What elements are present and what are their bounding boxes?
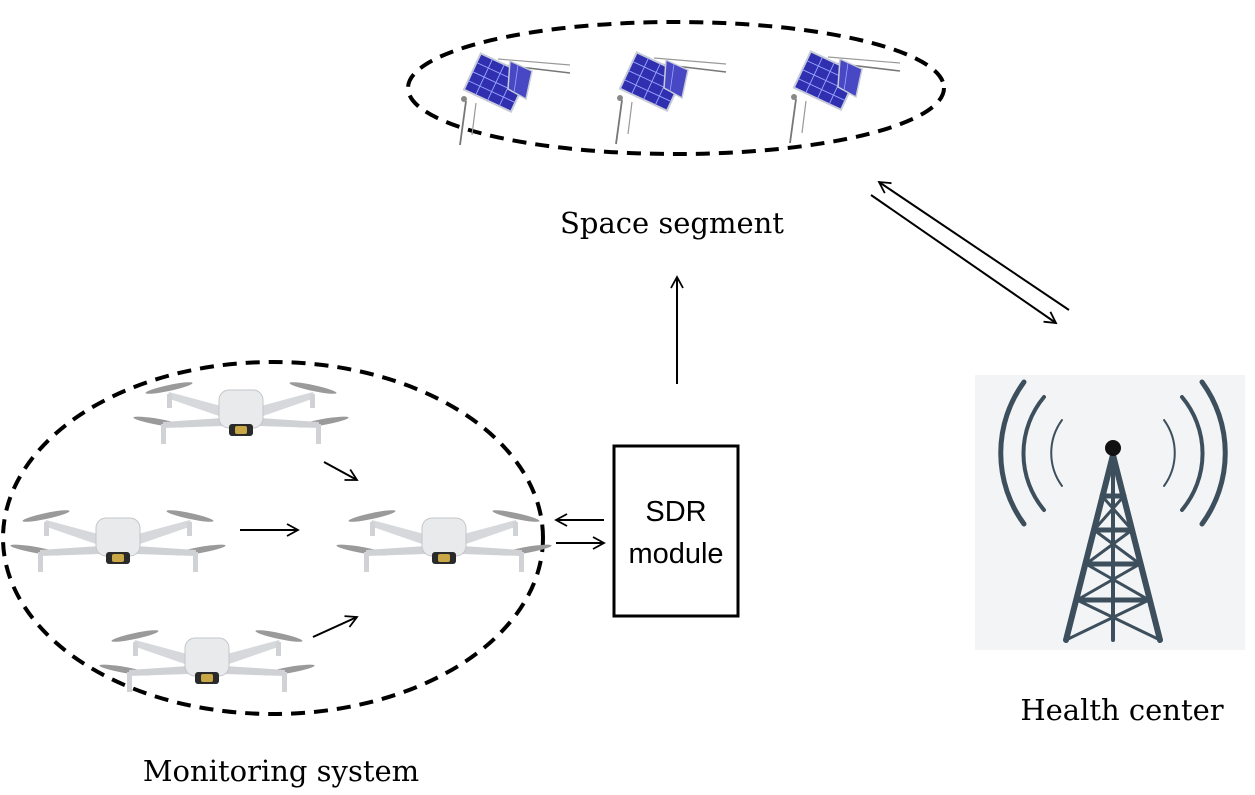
sdr-module-line1: SDR [645, 496, 706, 528]
monitoring-system-boundary [1, 360, 545, 716]
radio-tower-icon [998, 379, 1228, 643]
sdr-module-box [612, 444, 740, 618]
tower-beacon [1105, 440, 1121, 456]
space-segment-label: Space segment [560, 206, 784, 240]
drone-icon [132, 379, 350, 445]
monitoring-system-label: Monitoring system [143, 754, 419, 788]
drone-icon [98, 627, 316, 693]
space-segment-group: Space segment [406, 20, 946, 240]
drone-icon [335, 507, 553, 573]
sdr-module: SDR module [612, 444, 740, 618]
arrow-health-to-space [877, 180, 1070, 311]
satellite-icon [615, 51, 727, 146]
sdr-module-line2: module [628, 538, 723, 570]
health-center-group: Health center [975, 375, 1245, 727]
space-segment-boundary [406, 20, 946, 156]
arrow-space-to-health [870, 194, 1058, 325]
drone-icon [9, 507, 227, 573]
arrow-drone-bottom-to-center [312, 615, 359, 638]
health-center-label: Health center [1020, 693, 1223, 727]
monitoring-system-group: Monitoring system [1, 360, 553, 788]
arrow-drone-top-to-center [323, 461, 359, 481]
